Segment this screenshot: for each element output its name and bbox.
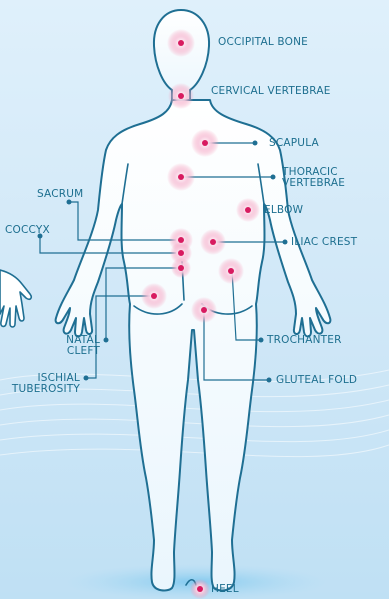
point-trochanter: [218, 258, 244, 284]
label-natal-cleft: NATAL CLEFT: [52, 335, 100, 357]
point-occipital-bone: [167, 29, 195, 57]
point-elbow: [236, 198, 260, 222]
label-heel: HEEL: [211, 584, 239, 595]
label-thoracic-vertebrae: THORACIC VERTEBRAE: [282, 167, 345, 189]
label-ischial-tuberosity: ISCHIAL TUBEROSITY: [8, 373, 80, 395]
label-sacrum: SACRUM: [37, 189, 83, 200]
point-cervical-vertebrae: [168, 83, 194, 109]
label-iliac-crest: ILIAC CREST: [291, 237, 357, 248]
label-occipital-bone: OCCIPITAL BONE: [218, 37, 308, 48]
label-thoracic-line2: VERTEBRAE: [282, 178, 345, 189]
point-gluteal-fold: [191, 297, 217, 323]
point-scapula: [191, 129, 219, 157]
label-ischial-line2: TUBEROSITY: [8, 384, 80, 395]
label-trochanter: TROCHANTER: [267, 335, 342, 346]
label-natal-line2: CLEFT: [52, 346, 100, 357]
point-thoracic-vertebrae: [167, 163, 195, 191]
left-edge-hand: [0, 270, 31, 327]
point-ischial-tuberosity: [141, 283, 167, 309]
point-iliac-crest: [200, 229, 226, 255]
label-gluteal-fold: GLUTEAL FOLD: [276, 375, 357, 386]
label-elbow: ELBOW: [264, 205, 303, 216]
label-scapula: SCAPULA: [269, 138, 319, 149]
label-coccyx: COCCYX: [5, 225, 50, 236]
label-cervical-vertebrae: CERVICAL VERTEBRAE: [211, 86, 331, 97]
point-heel: [190, 579, 210, 599]
point-natal-cleft: [171, 258, 191, 278]
